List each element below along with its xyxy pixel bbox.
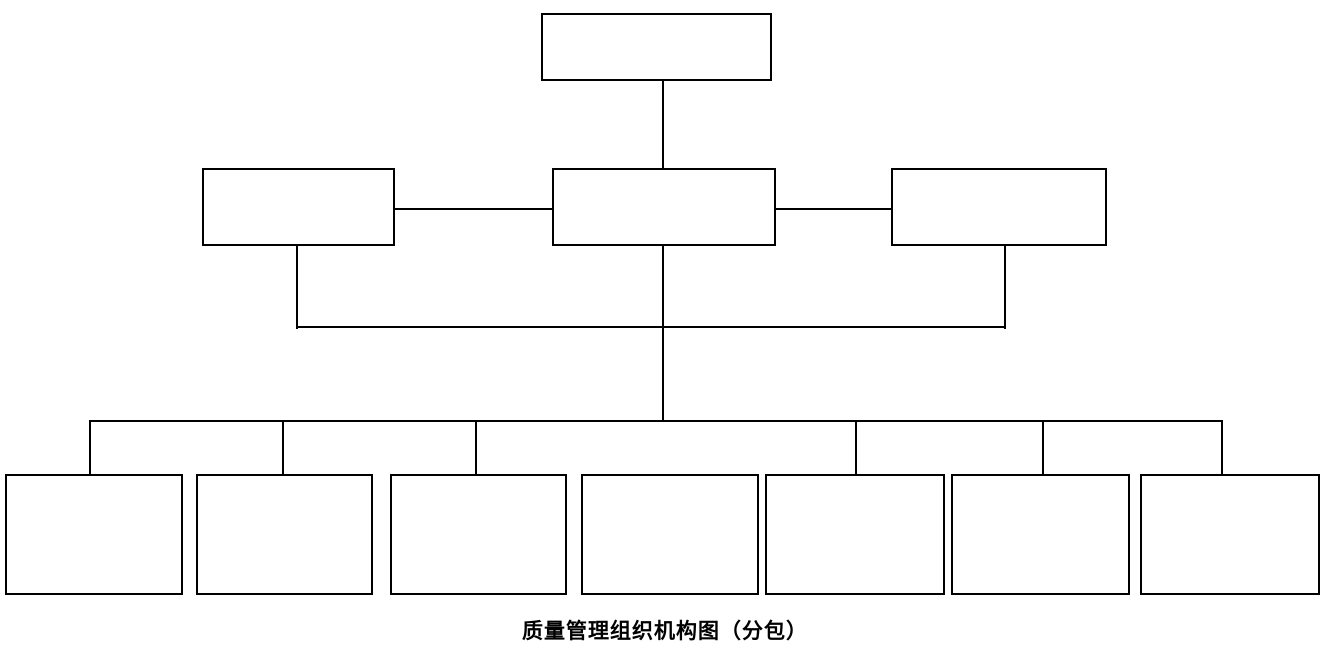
org-node-mid-center[interactable] bbox=[552, 168, 776, 246]
org-node-bot-6[interactable] bbox=[951, 474, 1130, 595]
org-node-top-1[interactable] bbox=[541, 13, 772, 81]
connector-bar-to-bot-6 bbox=[1042, 420, 1044, 476]
connector-bar-to-bot-3 bbox=[475, 420, 477, 476]
connector-mid-left-to-center bbox=[394, 208, 553, 210]
org-node-mid-right[interactable] bbox=[891, 168, 1107, 246]
connector-mid-span-bottom bbox=[296, 326, 1006, 328]
connector-mid-right-down bbox=[1004, 245, 1006, 329]
org-node-bot-2[interactable] bbox=[196, 474, 373, 595]
diagram-caption: 质量管理组织机构图（分包） bbox=[522, 619, 808, 643]
org-node-bot-4[interactable] bbox=[581, 474, 759, 595]
org-node-bot-1[interactable] bbox=[5, 474, 183, 595]
connector-top-to-mid bbox=[662, 81, 664, 169]
connector-bar-to-bot-7 bbox=[1221, 420, 1223, 476]
org-node-bot-7[interactable] bbox=[1140, 474, 1320, 595]
connector-bar-to-bot-1 bbox=[89, 420, 91, 476]
connector-mid-center-down bbox=[662, 245, 664, 422]
connector-mid-left-down bbox=[296, 245, 298, 329]
connector-bar-to-bot-5 bbox=[855, 420, 857, 476]
org-node-bot-5[interactable] bbox=[765, 474, 945, 595]
org-node-mid-left[interactable] bbox=[202, 168, 395, 246]
connector-distribution-bar bbox=[89, 420, 1223, 422]
connector-bar-to-bot-2 bbox=[282, 420, 284, 476]
org-node-bot-3[interactable] bbox=[390, 474, 567, 595]
connector-mid-center-to-right bbox=[775, 208, 892, 210]
